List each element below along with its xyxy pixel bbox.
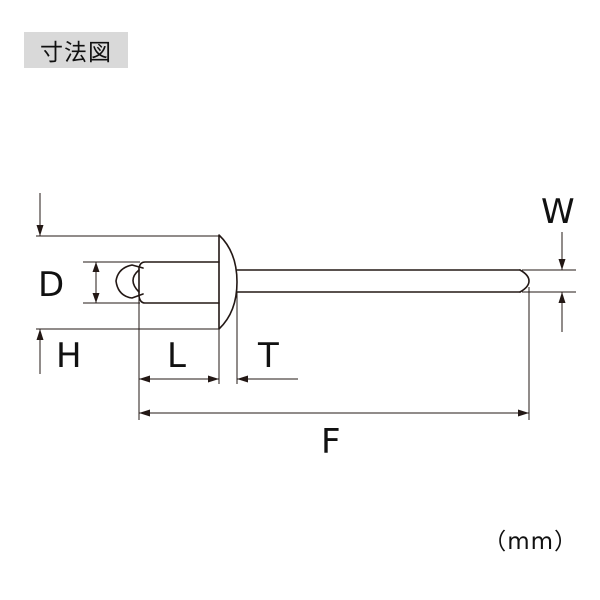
label-d: D <box>38 265 64 305</box>
label-f: F <box>321 422 341 462</box>
label-t: T <box>257 336 279 376</box>
mandrel-head-inner <box>132 269 140 293</box>
w-arrowhead-bottom <box>558 292 566 303</box>
h-arrowhead-top <box>36 225 44 236</box>
page-title: 寸法図 <box>40 40 112 66</box>
label-l: L <box>167 336 186 376</box>
d-arrowhead-bottom <box>92 293 100 303</box>
rivet-body <box>138 261 220 304</box>
unit-label: （mm） <box>483 529 578 555</box>
l-arrowhead-left <box>139 375 150 383</box>
t-arrowhead <box>237 375 248 383</box>
mandrel-tip <box>519 269 530 293</box>
label-w: W <box>541 192 575 232</box>
h-arrowhead-bottom <box>36 329 44 340</box>
f-arrowhead-right <box>518 409 529 417</box>
title-badge: 寸法図 <box>24 32 128 68</box>
rivet-flange <box>218 234 238 330</box>
w-arrowhead-top <box>558 259 566 270</box>
label-h: H <box>56 336 82 376</box>
d-arrowhead-top <box>92 262 100 272</box>
l-arrowhead-right <box>208 375 219 383</box>
mandrel-head <box>115 264 144 299</box>
f-arrowhead-left <box>139 409 150 417</box>
